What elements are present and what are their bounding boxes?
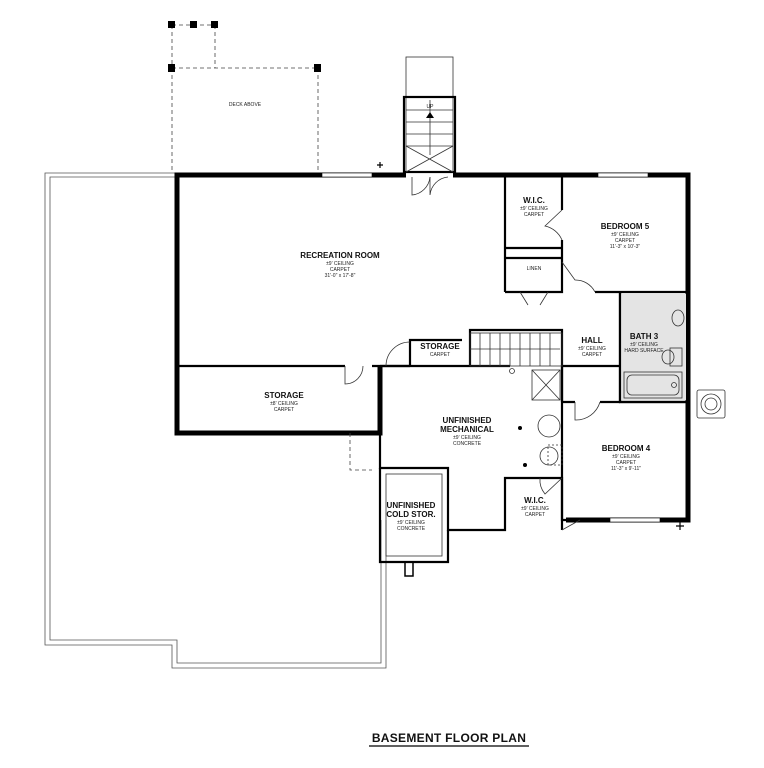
wic-bottom-ceiling: ±9' CEILING [521, 506, 549, 512]
deck-label: DECK ABOVE [229, 102, 262, 108]
bedroom4-size: 11'-3" x 9'-11" [611, 466, 641, 472]
ac-unit [696, 389, 726, 419]
doors [344, 176, 601, 531]
room-labels: RECREATION ROOM ±9' CEILING CARPET 31'-0… [264, 196, 664, 532]
bedroom4-floor: CARPET [616, 460, 636, 466]
cold-storage-name-line1: UNFINISHED [387, 501, 436, 510]
bedroom5-name: BEDROOM 5 [601, 222, 650, 231]
storage-small-name: STORAGE [420, 342, 460, 351]
wic-top-floor: CARPET [524, 212, 544, 218]
storage-small-floor: CARPET [430, 352, 450, 358]
recreation-room-ceiling: ±9' CEILING [326, 261, 354, 267]
interior-stair [469, 332, 563, 367]
mechanical-equipment [509, 368, 563, 467]
bath3-floor: HARD SURFACE [624, 348, 664, 354]
cold-storage-floor: CONCRETE [397, 526, 426, 532]
wic-top-name: W.I.C. [523, 196, 545, 205]
storage-large-name: STORAGE [264, 391, 304, 400]
wic-top-ceiling: ±9' CEILING [520, 206, 548, 212]
hall-ceiling: ±9' CEILING [578, 346, 606, 352]
interior-walls [177, 175, 688, 532]
wic-bottom-name: W.I.C. [524, 496, 546, 505]
stair-up-label: UP [427, 104, 435, 110]
mechanical-name-line2: MECHANICAL [440, 425, 494, 434]
bedroom4-ceiling: ±9' CEILING [612, 454, 640, 460]
mechanical-floor: CONCRETE [453, 441, 482, 447]
linen-name: LINEN [527, 266, 542, 272]
deck-outline: DECK ABOVE [168, 21, 321, 170]
bedroom4-name: BEDROOM 4 [602, 444, 651, 453]
hall-name: HALL [581, 336, 602, 345]
exterior-walls [174, 172, 691, 523]
hose-bibs [377, 162, 684, 530]
bedroom5-floor: CARPET [615, 238, 635, 244]
wic-bottom-floor: CARPET [525, 512, 545, 518]
hall-floor: CARPET [582, 352, 602, 358]
recreation-room-size: 31'-0" x 17'-8" [325, 273, 356, 279]
recreation-room-floor: CARPET [330, 267, 350, 273]
foundation-outline [44, 172, 387, 669]
bedroom5-size: 11'-3" x 10'-3" [610, 244, 641, 250]
recreation-room-name: RECREATION ROOM [300, 251, 380, 260]
exterior-stair: UP [402, 56, 457, 174]
storage-large-floor: CARPET [274, 407, 294, 413]
cold-storage-ceiling: ±9' CEILING [397, 520, 425, 526]
storage-large-ceiling: ±8' CEILING [270, 401, 298, 407]
bath3-name: BATH 3 [630, 332, 659, 341]
bath-fixtures [618, 292, 688, 404]
cold-storage-name-line2: COLD STOR. [386, 510, 435, 519]
bedroom5-ceiling: ±9' CEILING [611, 232, 639, 238]
mechanical-ceiling: ±9' CEILING [453, 435, 481, 441]
cold-storage-walls [378, 468, 450, 577]
plan-title: BASEMENT FLOOR PLAN [372, 731, 526, 745]
mechanical-name-line1: UNFINISHED [443, 416, 492, 425]
bath3-ceiling: ±9' CEILING [630, 342, 658, 348]
